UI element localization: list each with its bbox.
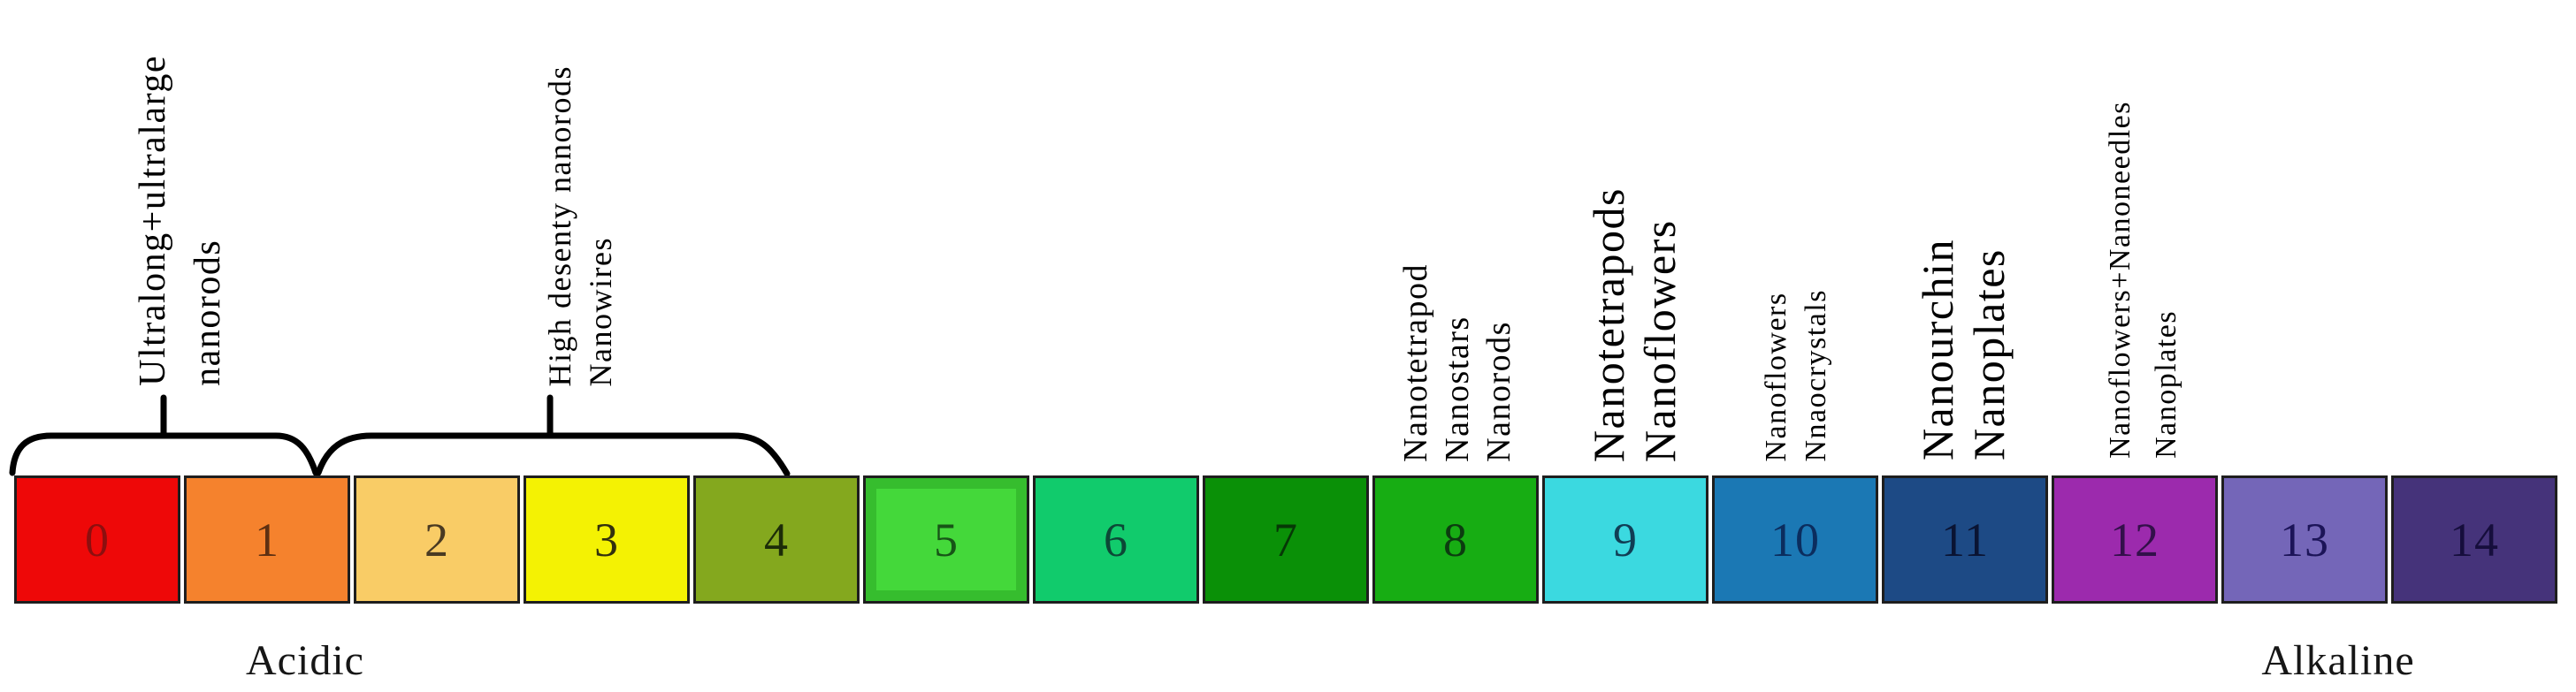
ph-box-number: 5 [934,513,959,567]
annotation-ph-0-1: Ultralong+ultralarge nanorods [126,55,235,386]
ph-box-number: 11 [1941,513,1989,567]
brace-ph-0-1 [9,432,319,476]
ph-box-number: 2 [424,513,449,567]
annotation-line: nanorods [187,240,228,386]
ph-box-0: 0 [14,475,180,604]
ph-box-number: 14 [2450,513,2499,567]
ph-box-6: 6 [1033,475,1199,604]
ph-box-4: 4 [693,475,860,604]
annotation-line: Nanowires [583,236,618,386]
ph-box-number: 12 [2110,513,2159,567]
ph-box-3: 3 [524,475,690,604]
annotation-line: Nanourchin [1913,238,1962,460]
ph-box-1: 1 [184,475,350,604]
ph-box-number: 10 [1770,513,1820,567]
annotation-line: Nanorods [1480,321,1517,462]
ph-box-number: 3 [594,513,619,567]
ph-box-13: 13 [2221,475,2388,604]
annotation-line: Nanotetrapods [1584,186,1633,462]
annotation-line: Nnaocrystals [1800,289,1832,462]
annotation-line: Nanoflowers+Nanoneedles [2104,101,2136,459]
ph-box-14: 14 [2391,475,2557,604]
annotation-line: Nanoplates [2150,310,2182,459]
ph-box-2: 2 [354,475,520,604]
annotation-line: Nanoflowers [1760,292,1792,462]
ph-box-number: 7 [1273,513,1298,567]
annotation-line: Nanotetrapod [1397,263,1434,462]
ph-box-number: 6 [1104,513,1128,567]
brace-ph-2-4 [315,432,791,477]
alkaline-label: Alkaline [2261,637,2415,684]
ph-box-number: 0 [85,513,110,567]
ph-box-5: 5 [863,475,1029,604]
annotation-line: Nanoplates [1964,248,2014,460]
ph-box-9: 9 [1542,475,1708,604]
ph-box-8: 8 [1372,475,1539,604]
annotation-line: Nanoflowers [1635,219,1685,462]
acidic-label: Acidic [246,637,364,684]
ph-box-12: 12 [2052,475,2218,604]
ph-box-11: 11 [1882,475,2048,604]
ph-box-number: 9 [1613,513,1638,567]
ph-box-10: 10 [1712,475,1878,604]
ph-box-number: 8 [1443,513,1468,567]
ph-box-7: 7 [1203,475,1369,604]
ph-box-number: 4 [764,513,789,567]
annotation-line: Ultralong+ultralarge [133,55,173,386]
annotation-line: Nanostars [1439,316,1476,462]
ph-box-number: 13 [2280,513,2329,567]
ph-box-number: 1 [255,513,279,567]
annotation-line: High desenty nanorods [542,65,577,386]
